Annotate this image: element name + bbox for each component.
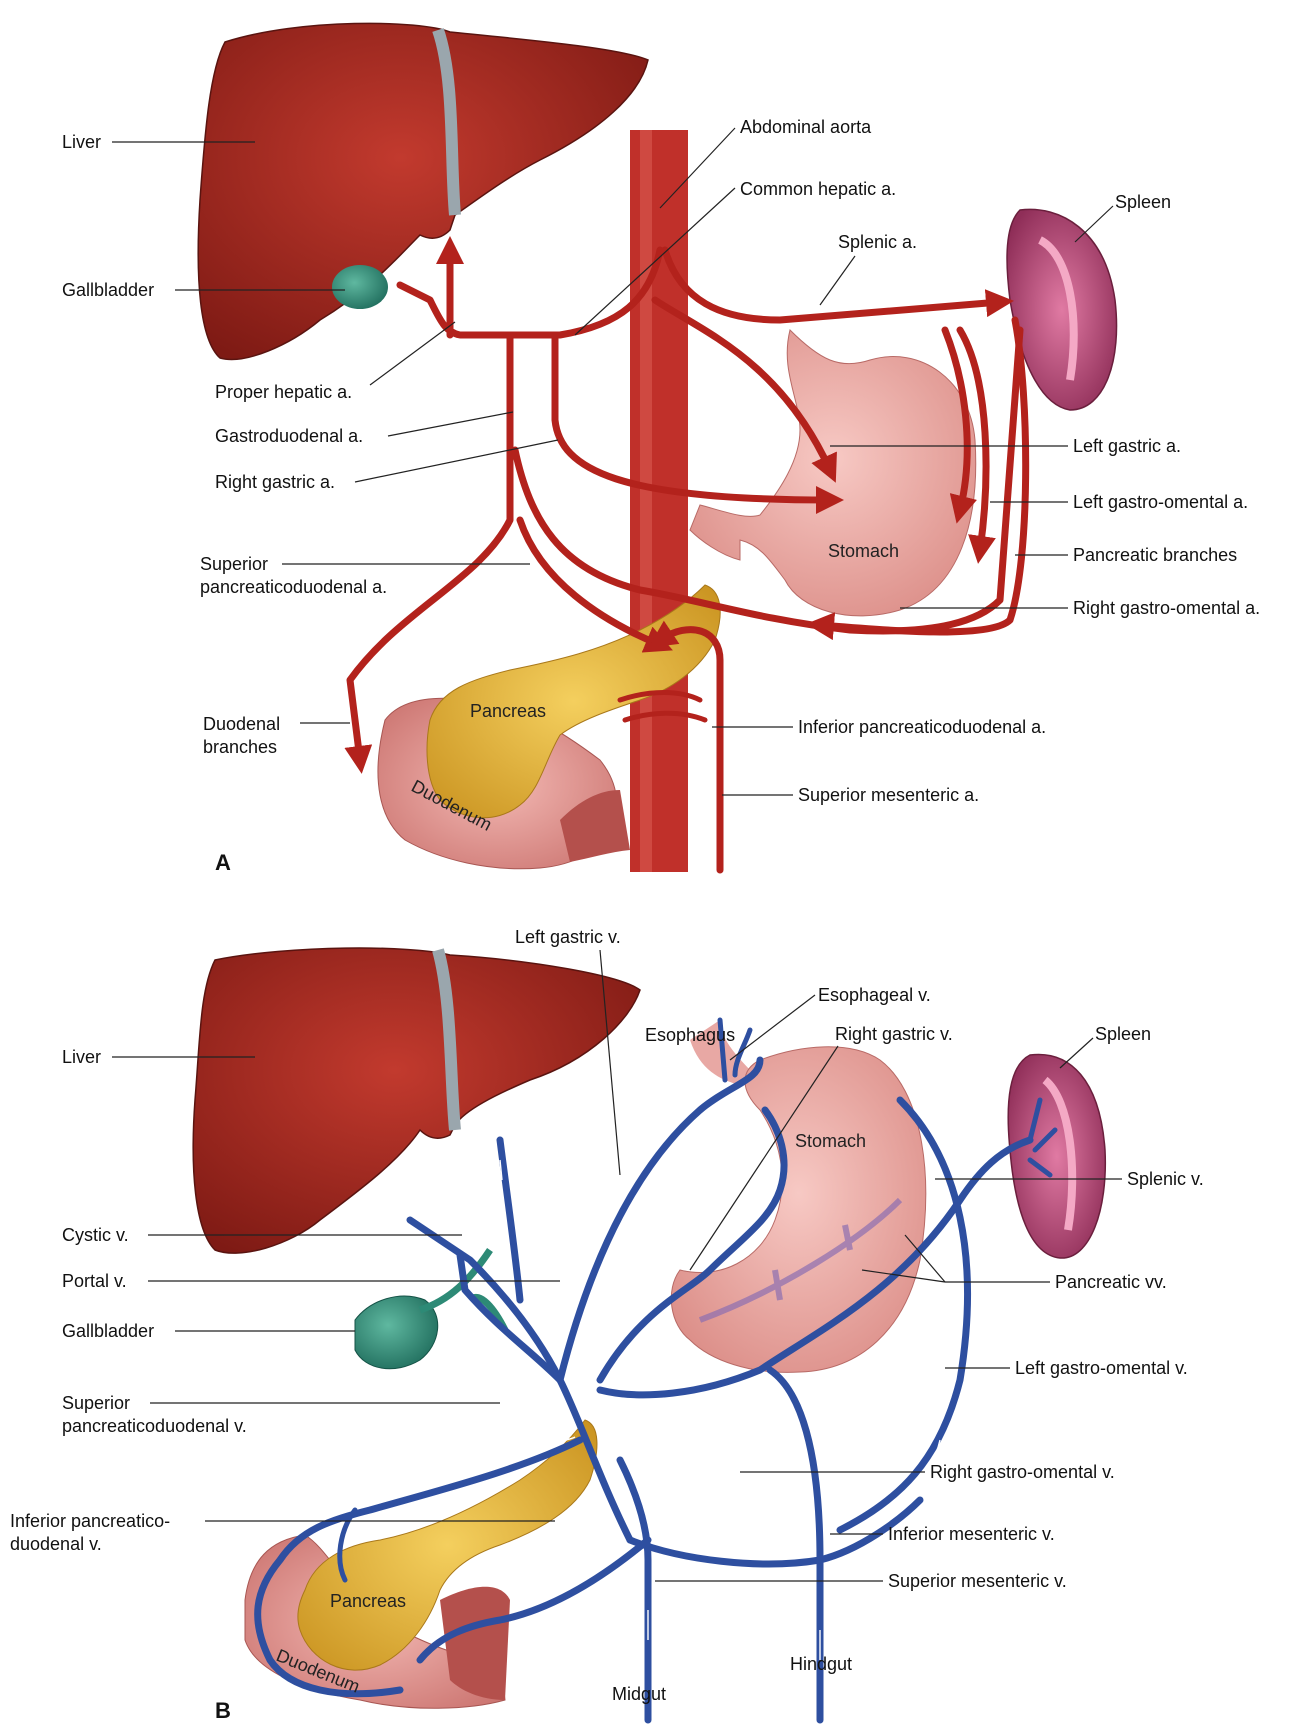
superior-mesenteric-a-label: Superior mesenteric a. — [798, 785, 979, 805]
proper-hepatic-label: Proper hepatic a. — [215, 382, 352, 402]
superior-mesenteric-v-label: Superior mesenteric v. — [888, 1571, 1067, 1591]
spleen-b — [1008, 1054, 1105, 1258]
spleen-label-a: Spleen — [1115, 192, 1171, 212]
pancreatic-vv-label: Pancreatic vv. — [1055, 1272, 1167, 1292]
stomach-label-a: Stomach — [828, 541, 899, 561]
inferior-pd-label-b2: duodenal v. — [10, 1534, 102, 1554]
left-gastric-a-label: Left gastric a. — [1073, 436, 1181, 456]
gallbladder-label-b: Gallbladder — [62, 1321, 154, 1341]
stomach-a — [690, 330, 976, 616]
left-gastric-v-label: Left gastric v. — [515, 927, 621, 947]
abdominal-aorta-label: Abdominal aorta — [740, 117, 872, 137]
gastroduodenal-label: Gastroduodenal a. — [215, 426, 363, 446]
superior-pd-label-a1: Superior — [200, 554, 268, 574]
midgut-label: Midgut — [612, 1684, 666, 1704]
esophagus-label: Esophagus — [645, 1025, 735, 1045]
pancreas-label-a: Pancreas — [470, 701, 546, 721]
right-gastro-omental-a-label: Right gastro-omental a. — [1073, 598, 1260, 618]
superior-pd-label-b1: Superior — [62, 1393, 130, 1413]
splenic-a-label: Splenic a. — [838, 232, 917, 252]
right-gastric-label-a: Right gastric a. — [215, 472, 335, 492]
abdominal-aorta — [630, 130, 688, 872]
common-hepatic-label: Common hepatic a. — [740, 179, 896, 199]
pancreatic-branches-label: Pancreatic branches — [1073, 545, 1237, 565]
panel-b: Stomach Pancreas Duodenum Liver Cystic v… — [10, 927, 1204, 1723]
hindgut-label: Hindgut — [790, 1654, 852, 1674]
left-gastro-omental-v-label: Left gastro-omental v. — [1015, 1358, 1188, 1378]
liver-b — [193, 948, 640, 1253]
spleen-label-b: Spleen — [1095, 1024, 1151, 1044]
inferior-pd-label-b1: Inferior pancreatico- — [10, 1511, 170, 1531]
inferior-mesenteric-v-label: Inferior mesenteric v. — [888, 1524, 1055, 1544]
panel-a: Stomach Pancreas Duodenum Liver Gallblad… — [62, 23, 1260, 875]
liver-label-b: Liver — [62, 1047, 101, 1067]
pancreas-label-b: Pancreas — [330, 1591, 406, 1611]
duodenal-branches-label2: branches — [203, 737, 277, 757]
panel-letter-a: A — [215, 850, 231, 875]
inferior-pd-a-label: Inferior pancreaticoduodenal a. — [798, 717, 1046, 737]
right-gastro-omental-v-label: Right gastro-omental v. — [930, 1462, 1115, 1482]
duodenal-branches-label1: Duodenal — [203, 714, 280, 734]
left-gastro-omental-a-label: Left gastro-omental a. — [1073, 492, 1248, 512]
panel-letter-b: B — [215, 1698, 231, 1723]
cystic-v-label: Cystic v. — [62, 1225, 129, 1245]
esophageal-v-label: Esophageal v. — [818, 985, 931, 1005]
portal-v-label: Portal v. — [62, 1271, 127, 1291]
splenic-v-label: Splenic v. — [1127, 1169, 1204, 1189]
gallbladder-a — [332, 265, 388, 309]
stomach-label-b: Stomach — [795, 1131, 866, 1151]
superior-pd-label-b2: pancreaticoduodenal v. — [62, 1416, 247, 1436]
liver-a — [198, 23, 648, 359]
right-gastric-v-label: Right gastric v. — [835, 1024, 953, 1044]
liver-label-a: Liver — [62, 132, 101, 152]
superior-pd-label-a2: pancreaticoduodenal a. — [200, 577, 387, 597]
gallbladder-label-a: Gallbladder — [62, 280, 154, 300]
